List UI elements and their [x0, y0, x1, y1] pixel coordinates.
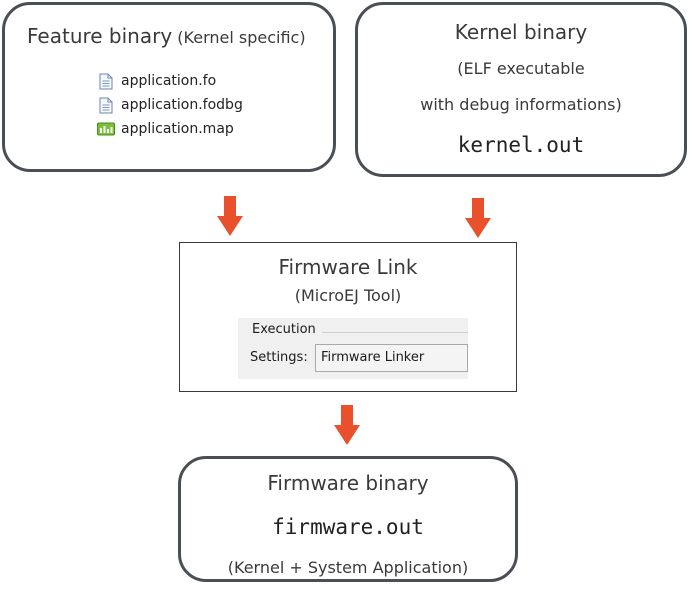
kernel-file-name: kernel.out	[457, 133, 585, 157]
file-item-fodbg: application.fodbg	[99, 95, 243, 115]
execution-panel: Execution Settings: Firmware Linker	[238, 318, 468, 379]
settings-label: Settings:	[250, 350, 308, 365]
file-name: application.fo	[121, 73, 217, 89]
file-name: application.map	[121, 121, 234, 137]
feature-binary-box: Feature binary (Kernel specific) applica…	[2, 2, 336, 172]
document-icon	[99, 73, 113, 90]
settings-select[interactable]: Firmware Linker	[315, 344, 468, 372]
firmware-link-subtitle: (MicroEJ Tool)	[294, 286, 402, 305]
arrow-down-icon	[217, 196, 243, 236]
kernel-binary-desc-line1: (ELF executable	[457, 59, 585, 78]
execution-group-line	[322, 332, 468, 333]
firmware-binary-note: (Kernel + System Application)	[227, 558, 469, 577]
firmware-link-box: Firmware Link (MicroEJ Tool) Execution S…	[179, 242, 517, 392]
arrow-down-icon	[334, 405, 360, 445]
feature-binary-title: Feature binary	[27, 24, 173, 48]
firmware-binary-title: Firmware binary	[267, 471, 429, 495]
kernel-binary-title: Kernel binary	[454, 20, 588, 44]
file-item-map: application.map	[97, 119, 234, 139]
file-name: application.fodbg	[121, 97, 243, 113]
firmware-binary-box: Firmware binary firmware.out (Kernel + S…	[178, 456, 518, 582]
document-icon	[99, 97, 113, 114]
feature-binary-heading: Feature binary (Kernel specific)	[27, 24, 306, 48]
firmware-link-title: Firmware Link	[278, 255, 418, 279]
map-file-icon	[97, 121, 115, 138]
execution-group-label: Execution	[252, 322, 316, 337]
settings-select-value: Firmware Linker	[321, 350, 425, 365]
file-item-fo: application.fo	[99, 71, 216, 91]
firmware-file-name: firmware.out	[272, 515, 424, 539]
execution-group: Execution Settings: Firmware Linker	[238, 318, 468, 379]
feature-binary-subtitle: (Kernel specific)	[177, 28, 306, 47]
arrow-down-icon	[465, 198, 491, 238]
kernel-binary-box: Kernel binary (ELF executable with debug…	[355, 2, 687, 177]
kernel-binary-desc-line2: with debug informations)	[420, 95, 622, 114]
